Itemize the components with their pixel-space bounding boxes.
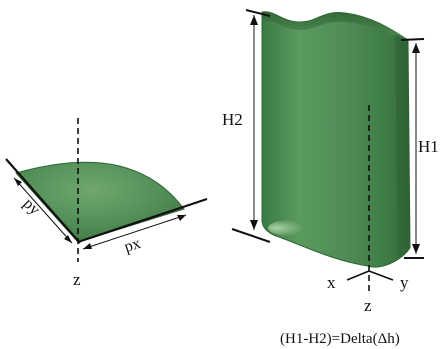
sector-shape — [15, 161, 185, 243]
py-dimension-line — [13, 177, 73, 244]
h2-arrow-top — [250, 15, 258, 25]
py-arrow-bottom — [64, 235, 72, 243]
column-right-face — [395, 34, 410, 257]
py-arrow-top — [14, 178, 22, 186]
h2-bottom-tick — [231, 228, 271, 243]
h2-top-tick — [245, 9, 271, 17]
px-dimension-line — [82, 214, 187, 250]
left-axis-right-edge — [77, 197, 208, 244]
column-body — [261, 11, 411, 268]
h1-arrow-top — [412, 43, 420, 53]
left-axis-left-edge — [5, 158, 81, 244]
px-arrow-left — [83, 243, 92, 249]
right-z-label: z — [364, 296, 372, 315]
h1-label: H1 — [418, 137, 439, 156]
delta-formula: (H1-H2)=Delta(Δh) — [280, 331, 400, 347]
right-y-label: y — [400, 273, 409, 292]
right-y-axis — [368, 270, 394, 281]
right-column-figure: H2 H1 x y z — [222, 9, 439, 315]
column-base-highlight — [268, 220, 312, 236]
h1-arrow-bottom — [412, 244, 420, 254]
h2-arrow-bottom — [250, 220, 258, 230]
px-label: px — [122, 235, 142, 256]
column-top-rim — [262, 11, 408, 40]
right-x-axis — [346, 270, 370, 281]
h2-label: H2 — [222, 110, 243, 129]
left-z-label: z — [73, 270, 81, 289]
h1-top-tick — [400, 38, 425, 41]
right-x-label: x — [327, 273, 336, 292]
left-sector-figure: py px z — [5, 118, 208, 289]
px-arrow-right — [177, 215, 186, 221]
